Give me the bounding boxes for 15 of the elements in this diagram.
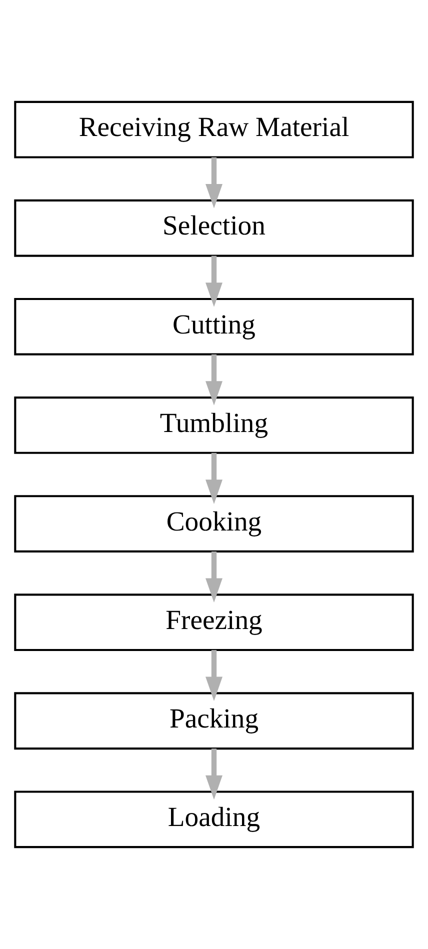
arrow bbox=[206, 157, 222, 208]
node-box: Tumbling bbox=[14, 396, 414, 454]
node-box: Cutting bbox=[14, 298, 414, 356]
arrow bbox=[206, 552, 222, 602]
node-box: Cooking bbox=[14, 495, 414, 552]
arrow bbox=[206, 256, 222, 307]
node-box: Receiving Raw Material bbox=[14, 100, 414, 158]
arrow bbox=[206, 748, 222, 800]
node-box: Packing bbox=[14, 692, 414, 750]
node-box: Freezing bbox=[14, 594, 414, 652]
node-box: Selection bbox=[14, 199, 414, 257]
arrow bbox=[206, 650, 222, 702]
node-box: Loading bbox=[14, 790, 414, 848]
arrow bbox=[206, 452, 222, 504]
arrow bbox=[206, 354, 222, 406]
